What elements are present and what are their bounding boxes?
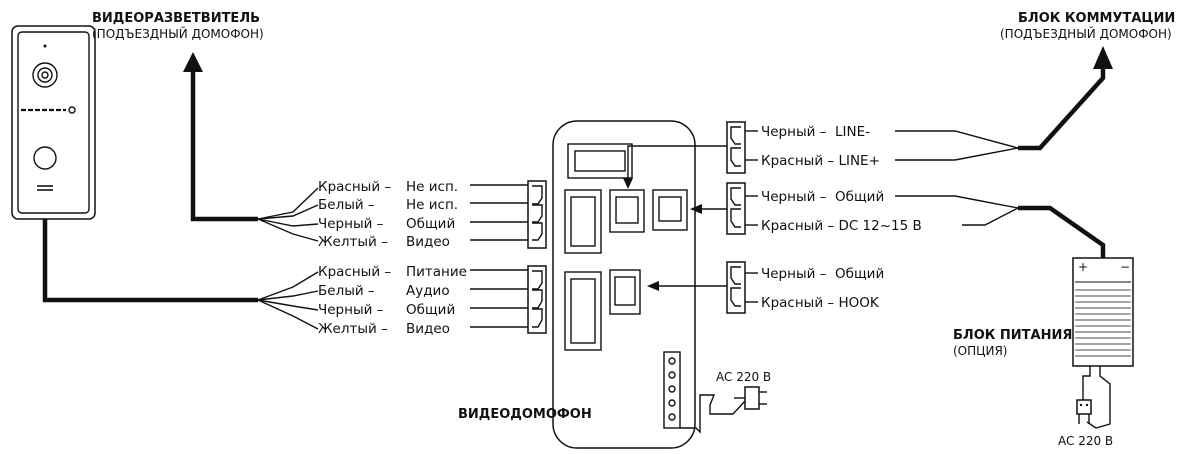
left-lower-wire-color: Белый – [318,283,375,299]
splitter-subtitle: (ПОДЪЕЗДНЫЙ ДОМОФОН) [92,26,264,41]
left-lower-plug [527,265,547,334]
right-hook-plug [726,261,746,314]
monitor-unit [552,120,696,449]
left-upper-wire-function: Видео [406,234,450,250]
right-power-wire-label: Черный – Общий [761,189,884,205]
left-lower-wire-color: Красный – [318,264,391,280]
psu-plug-icon [1076,399,1092,424]
arrow-up-icon [1093,46,1113,69]
camera-icon [32,62,58,88]
psu-subtitle: (ОПЦИЯ) [953,344,1007,358]
left-lower-wire-color: Желтый – [318,321,388,337]
left-upper-wire-color: Красный – [318,179,391,195]
right-line-wire-label: Черный – LINE- [761,124,870,140]
left-lower-wire-color: Черный – [318,302,384,318]
power-supply-unit [1072,257,1134,367]
right-line-plug [726,121,746,174]
monitor-plug-icon [734,386,767,410]
monitor-title: ВИДЕОДОМОФОН [458,407,592,422]
right-hook-wire-label: Красный – HOOK [761,295,880,311]
left-upper-wire-function: Не исп. [406,197,458,213]
left-upper-wire-color: Желтый – [318,234,388,250]
switch-block-subtitle: (ПОДЪЕЗДНЫЙ ДОМОФОН) [1000,26,1172,41]
left-upper-plug [527,180,547,249]
door-panel [11,25,96,220]
right-hook-wire-label: Черный – Общий [761,266,884,282]
right-power-wire-label: Красный – DC 12~15 В [761,218,922,234]
left-lower-wire-function: Видео [406,321,450,337]
splitter-title: ВИДЕОРАЗВЕТВИТЕЛЬ [92,11,260,26]
psu-plus-label: + [1078,260,1088,274]
left-lower-wire-function: Питание [406,264,467,280]
left-upper-wire-function: Общий [406,216,455,232]
right-power-plug [726,182,746,235]
psu-minus-label: − [1120,260,1130,274]
call-button-icon [33,146,57,170]
left-upper-wire-color: Черный – [318,216,384,232]
right-line-wire-label: Красный – LINE+ [761,153,880,169]
left-upper-wire-color: Белый – [318,197,375,213]
arrow-up-icon [183,52,203,72]
mic-dot-icon [43,44,47,48]
monitor-ac-label: AC 220 В [716,370,771,384]
psu-ac-label: AC 220 В [1058,434,1113,448]
left-upper-wire-function: Не исп. [406,179,458,195]
left-lower-wire-function: Общий [406,302,455,318]
left-lower-wire-function: Аудио [406,283,450,299]
psu-title: БЛОК ПИТАНИЯ [953,328,1072,343]
switch-block-title: БЛОК КОММУТАЦИИ [1018,11,1175,26]
